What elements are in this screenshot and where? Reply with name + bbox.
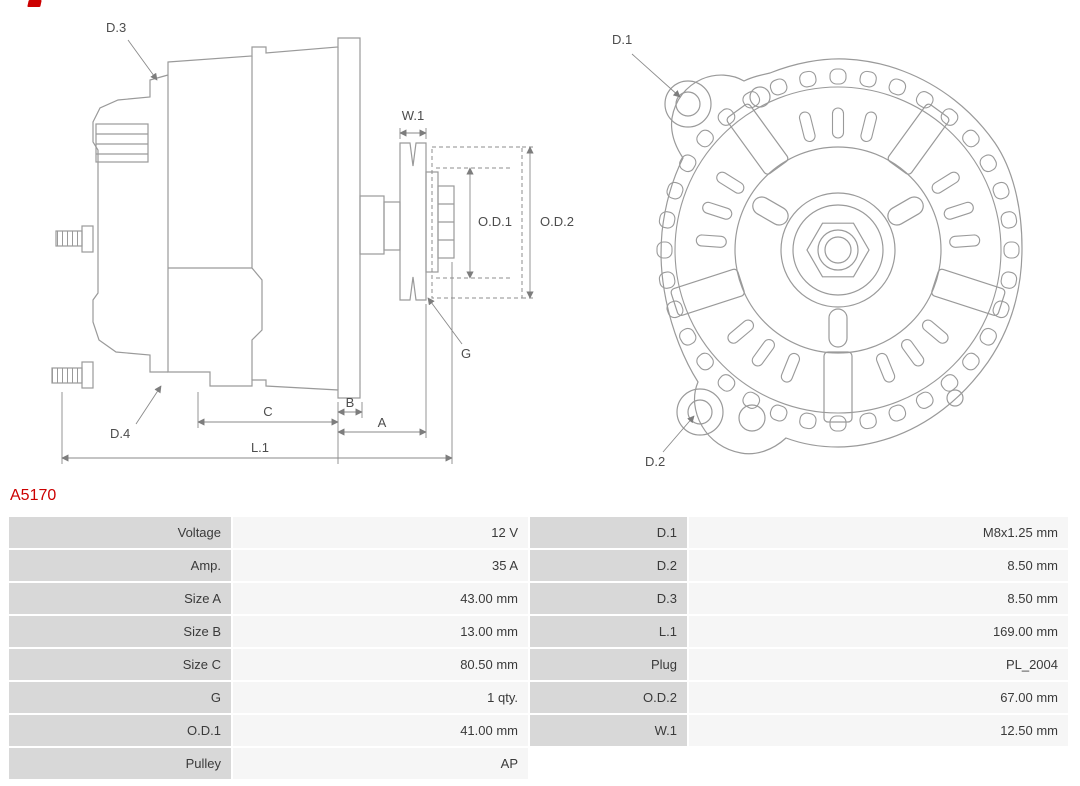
spec-value: 1 qty. [233,682,528,713]
label-b: B [346,395,355,410]
label-d1: D.1 [612,32,632,47]
label-l1: L.1 [251,440,269,455]
housing-contour [660,58,1023,455]
label-g: G [461,346,471,361]
rear-housing [92,74,169,373]
pulley [399,142,427,301]
spec-label: O.D.1 [9,715,231,746]
spec-label: Size A [9,583,231,614]
spec-value: 67.00 mm [689,682,1068,713]
mount-boss-top [664,80,712,128]
spec-label: Plug [530,649,687,680]
vent-louvers [695,107,981,385]
label-od1: O.D.1 [478,214,512,229]
spec-label: Amp. [9,550,231,581]
spec-value: 12.50 mm [689,715,1068,746]
main-housing [167,37,361,399]
label-d3: D.3 [106,20,126,35]
tooth-ring [656,68,1020,432]
spec-label: W.1 [530,715,687,746]
spec-value: 41.00 mm [233,715,528,746]
stud-base-mid [81,225,94,253]
label-a: A [378,415,387,430]
shaft-nut [806,222,870,278]
label-c: C [263,404,272,419]
technical-drawing: D.3 D.4 W.1 O.D.1 O.D.2 G C B A L.1 [51,20,1023,469]
spokes [669,102,1007,423]
label-d2: D.2 [645,454,665,469]
spec-table: Voltage 12 V D.1 M8x1.25 mm Amp. 35 A D.… [9,517,1068,779]
mount-hole-bottom [687,399,713,425]
label-od2: O.D.2 [540,214,574,229]
spec-label: Size B [9,616,231,647]
stud-thread-bottom [51,367,83,384]
label-w1: W.1 [402,108,424,123]
mount-boss-bottom [676,388,724,436]
spec-value: 8.50 mm [689,583,1068,614]
pulley-outer [734,146,942,354]
spec-value: PL_2004 [689,649,1068,680]
spec-label: Pulley [9,748,231,779]
stud-base-bottom [81,361,94,389]
spec-label: L.1 [530,616,687,647]
spec-empty-cell [689,748,1068,779]
front-view-drawing: D.1 D.2 [612,32,1023,469]
spec-label: D.2 [530,550,687,581]
spec-value: 169.00 mm [689,616,1068,647]
spec-label: G [9,682,231,713]
od2-dashed-box [431,146,523,299]
spec-empty-cell [530,748,687,779]
rear-fins [95,123,149,163]
spec-label: Size C [9,649,231,680]
side-view-drawing: D.3 D.4 W.1 O.D.1 O.D.2 G C B A L.1 [51,20,574,464]
spec-value: 35 A [233,550,528,581]
mount-hole-top [675,91,701,117]
spec-value: AP [233,748,528,779]
shaft [383,201,401,251]
spec-value: 12 V [233,517,528,548]
stud-thread-mid [55,230,83,247]
label-d4: D.4 [110,426,130,441]
spec-label: D.1 [530,517,687,548]
spec-label: Voltage [9,517,231,548]
spec-value: 80.50 mm [233,649,528,680]
spec-value: 43.00 mm [233,583,528,614]
spec-value: M8x1.25 mm [689,517,1068,548]
spec-label: O.D.2 [530,682,687,713]
part-number: A5170 [10,487,57,504]
spec-value: 13.00 mm [233,616,528,647]
spec-value: 8.50 mm [689,550,1068,581]
spec-label: D.3 [530,583,687,614]
